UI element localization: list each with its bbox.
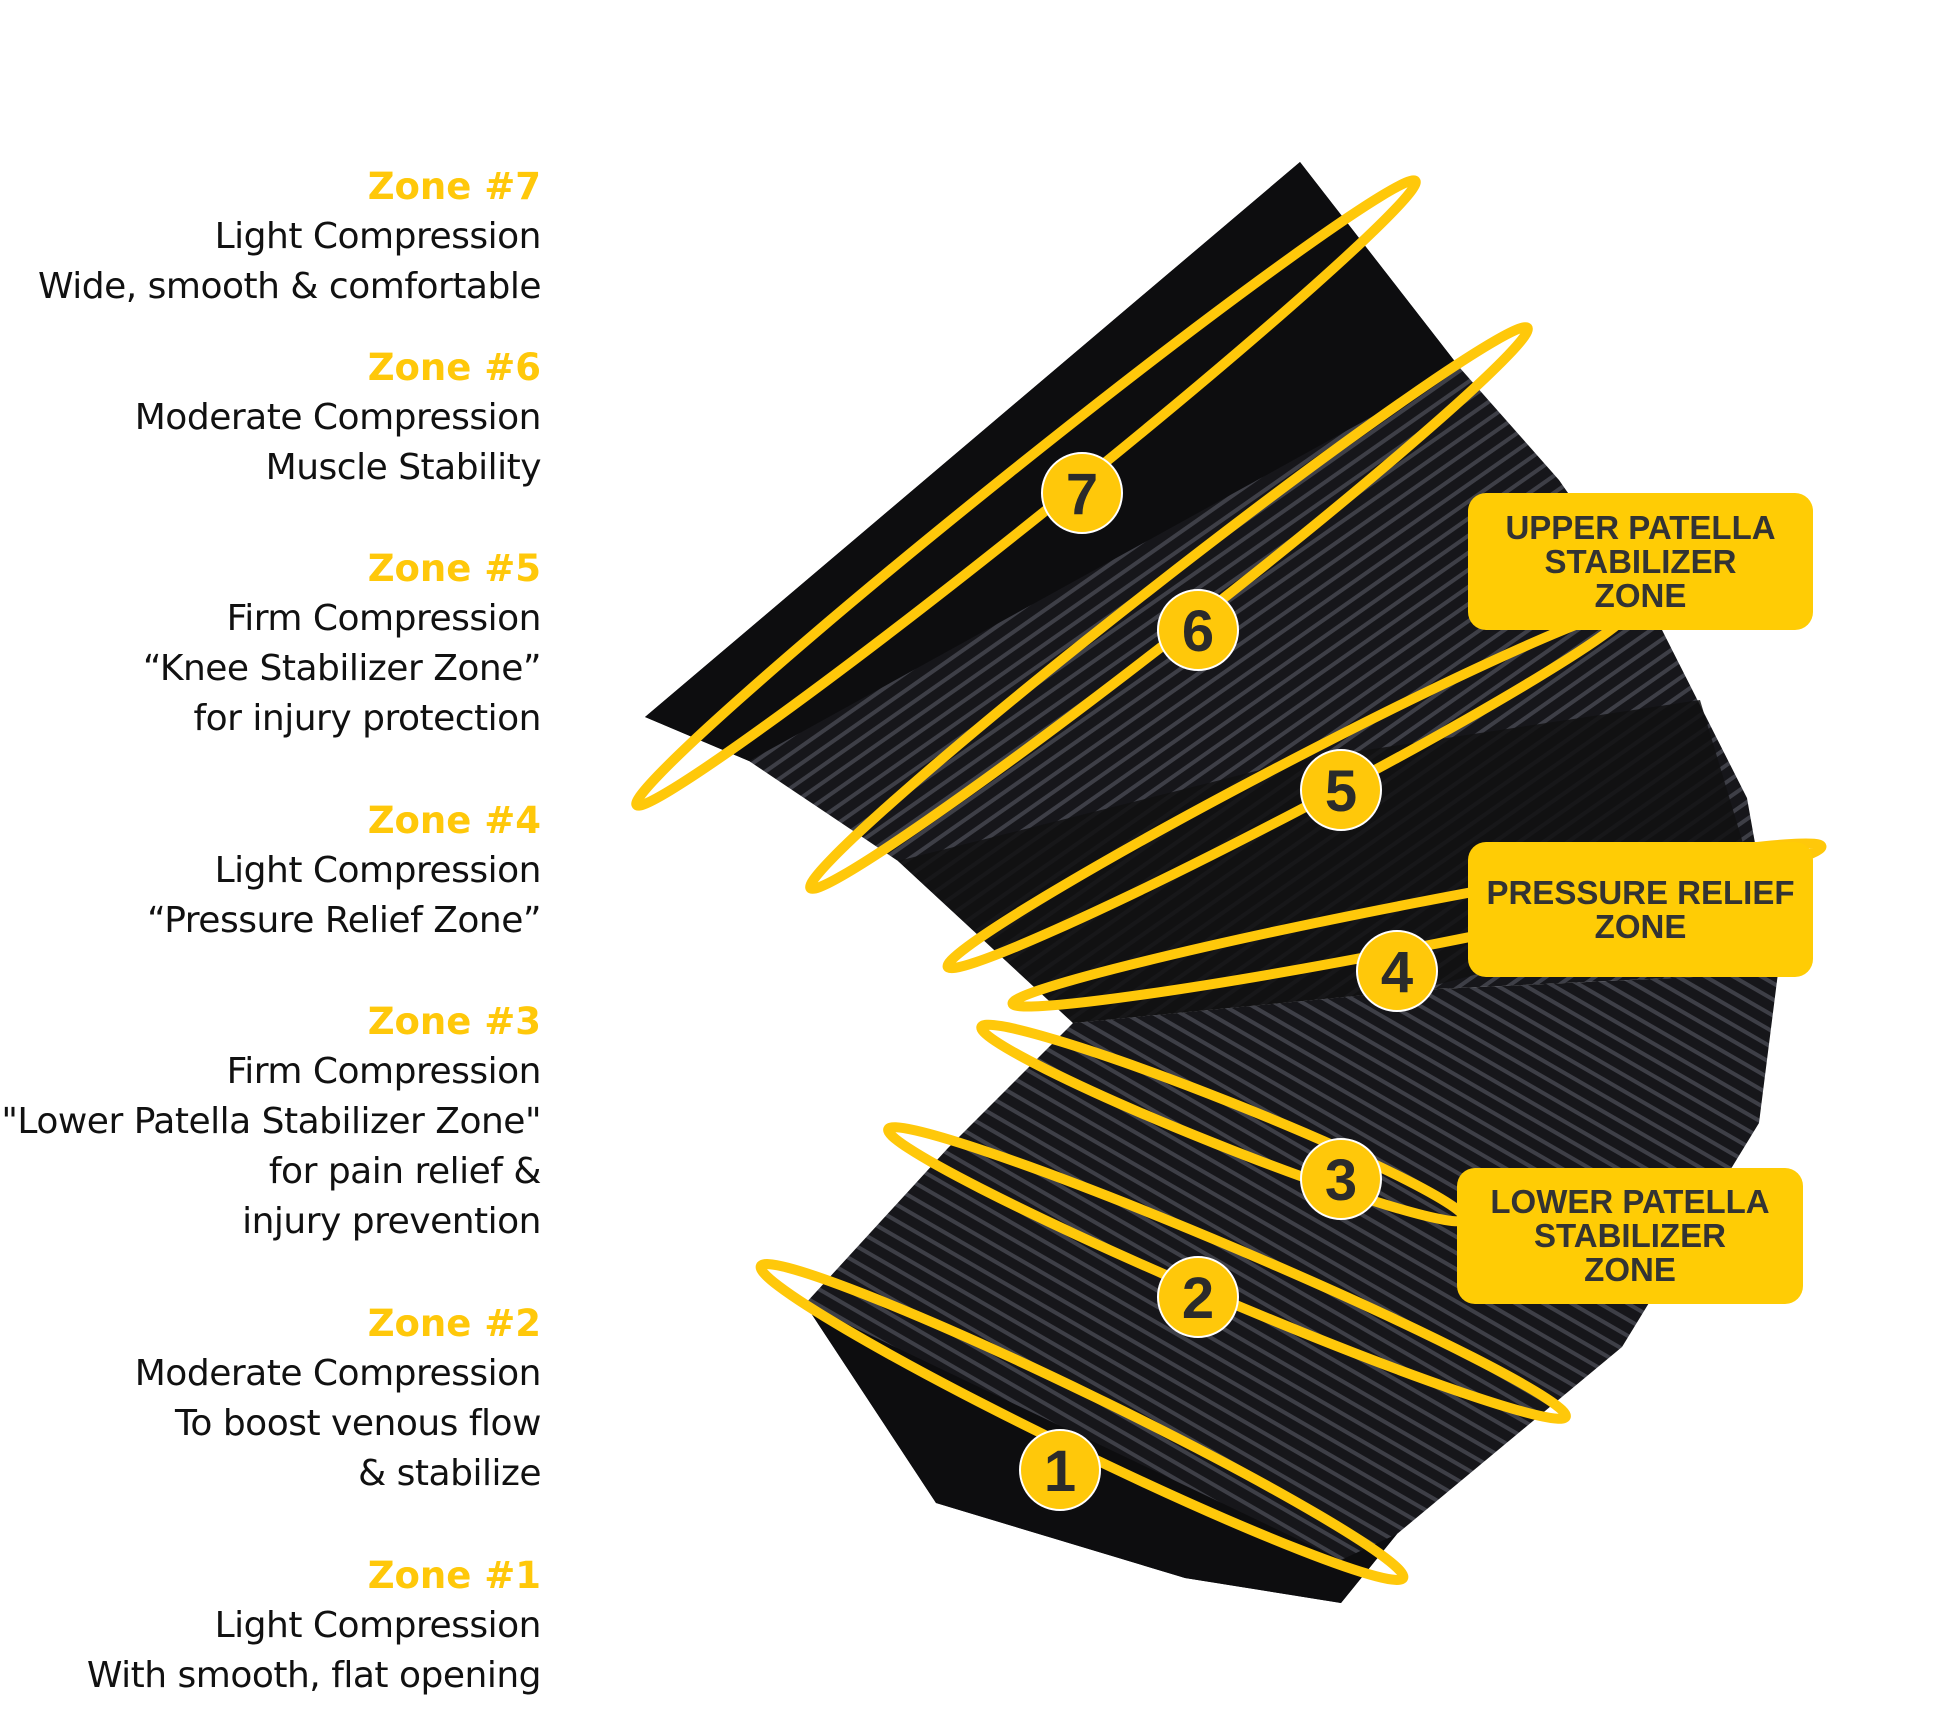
zone-4-description: Zone #4 Light Compression “Pressure Reli… xyxy=(147,796,541,946)
pressure-relief-callout: PRESSURE RELIEF ZONE xyxy=(1468,842,1813,977)
zone-heading: Zone #5 xyxy=(367,547,541,590)
zone-number: 6 xyxy=(1182,599,1214,664)
upper-patella-callout: UPPER PATELLA STABILIZER ZONE xyxy=(1468,493,1813,630)
zone-line: Moderate Compression xyxy=(134,397,542,438)
zone-3-description: Zone #3 Firm Compression "Lower Patella … xyxy=(1,997,541,1247)
zone-line: for pain relief & xyxy=(268,1151,542,1192)
zone-line: Light Compression xyxy=(214,216,542,257)
zone-5-marker: 5 xyxy=(1300,749,1382,831)
zone-number: 7 xyxy=(1066,462,1098,527)
zone-2-description: Zone #2 Moderate Compression To boost ve… xyxy=(134,1299,542,1499)
callout-line: ZONE xyxy=(1594,576,1687,614)
zone-heading: Zone #1 xyxy=(367,1554,541,1597)
zone-line: Light Compression xyxy=(214,1605,542,1646)
zone-line: To boost venous flow xyxy=(174,1403,542,1444)
top-band xyxy=(645,162,1460,761)
zone-number: 1 xyxy=(1044,1439,1076,1504)
zone-4-marker: 4 xyxy=(1356,930,1438,1012)
zone-heading: Zone #6 xyxy=(367,346,541,389)
callout-line: LOWER PATELLA xyxy=(1490,1183,1770,1220)
callout-line: STABILIZER xyxy=(1534,1217,1726,1254)
zone-heading: Zone #7 xyxy=(367,165,541,208)
zone-line: “Knee Stabilizer Zone” xyxy=(142,648,542,689)
zone-number: 5 xyxy=(1325,759,1357,824)
zone-7-description: Zone #7 Light Compression Wide, smooth &… xyxy=(37,162,542,312)
zone-heading: Zone #4 xyxy=(367,799,541,842)
lower-patella-callout: LOWER PATELLA STABILIZER ZONE xyxy=(1457,1168,1803,1304)
zone-1-marker: 1 xyxy=(1019,1429,1101,1511)
zone-3-marker: 3 xyxy=(1300,1138,1382,1220)
zone-line: & stabilize xyxy=(358,1453,541,1494)
callout-line: ZONE xyxy=(1584,1251,1676,1288)
zone-heading: Zone #3 xyxy=(367,1000,541,1043)
zone-number: 4 xyxy=(1381,940,1413,1005)
zone-line: Moderate Compression xyxy=(134,1353,542,1394)
zone-7-ring xyxy=(631,175,1421,811)
zone-line: for injury protection xyxy=(193,698,541,739)
zone-line: Light Compression xyxy=(214,850,542,891)
zone-line: injury prevention xyxy=(242,1201,541,1242)
zone-number: 2 xyxy=(1182,1266,1214,1331)
zone-heading: Zone #2 xyxy=(367,1302,541,1345)
callout-line: UPPER PATELLA xyxy=(1505,508,1776,546)
zone-line: Muscle Stability xyxy=(265,447,542,488)
zone-line: Firm Compression xyxy=(226,598,542,639)
zone-line: “Pressure Relief Zone” xyxy=(147,900,541,941)
zone-6-description: Zone #6 Moderate Compression Muscle Stab… xyxy=(134,343,542,493)
zone-line: "Lower Patella Stabilizer Zone" xyxy=(1,1101,541,1142)
zone-5-description: Zone #5 Firm Compression “Knee Stabilize… xyxy=(142,544,542,744)
callout-line: STABILIZER xyxy=(1544,542,1737,580)
zone-7-marker: 7 xyxy=(1041,452,1123,534)
callout-line: ZONE xyxy=(1594,907,1687,945)
zone-6-marker: 6 xyxy=(1157,589,1239,671)
callout-line: PRESSURE RELIEF xyxy=(1486,873,1795,911)
zone-line: With smooth, flat opening xyxy=(86,1655,542,1696)
zone-2-marker: 2 xyxy=(1157,1256,1239,1338)
zone-number: 3 xyxy=(1325,1148,1357,1213)
zone-line: Firm Compression xyxy=(226,1051,542,1092)
zone-1-description: Zone #1 Light Compression With smooth, f… xyxy=(86,1551,542,1701)
zone-line: Wide, smooth & comfortable xyxy=(37,266,542,307)
